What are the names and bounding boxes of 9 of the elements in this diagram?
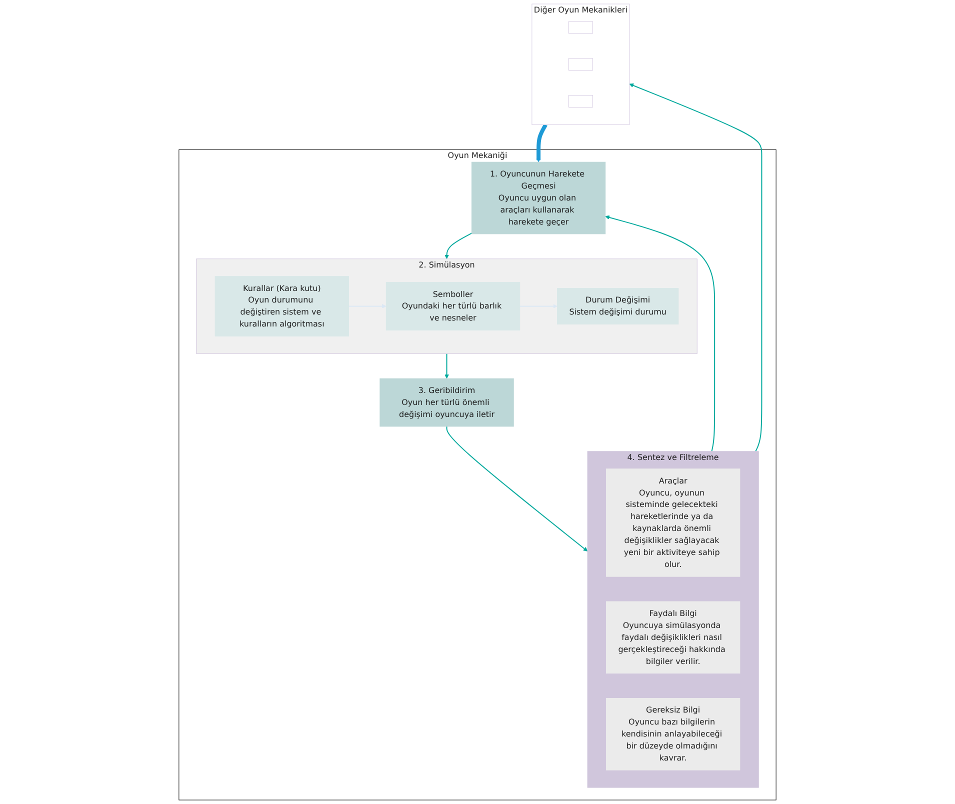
node-box: [568, 58, 593, 71]
arrow: [536, 124, 548, 162]
node-box: [568, 95, 593, 108]
arrow: [446, 426, 588, 552]
arrow: [629, 83, 762, 452]
node-box: [568, 21, 593, 34]
arrow: [444, 353, 449, 379]
arrow: [444, 232, 472, 260]
arrow: [605, 215, 716, 452]
